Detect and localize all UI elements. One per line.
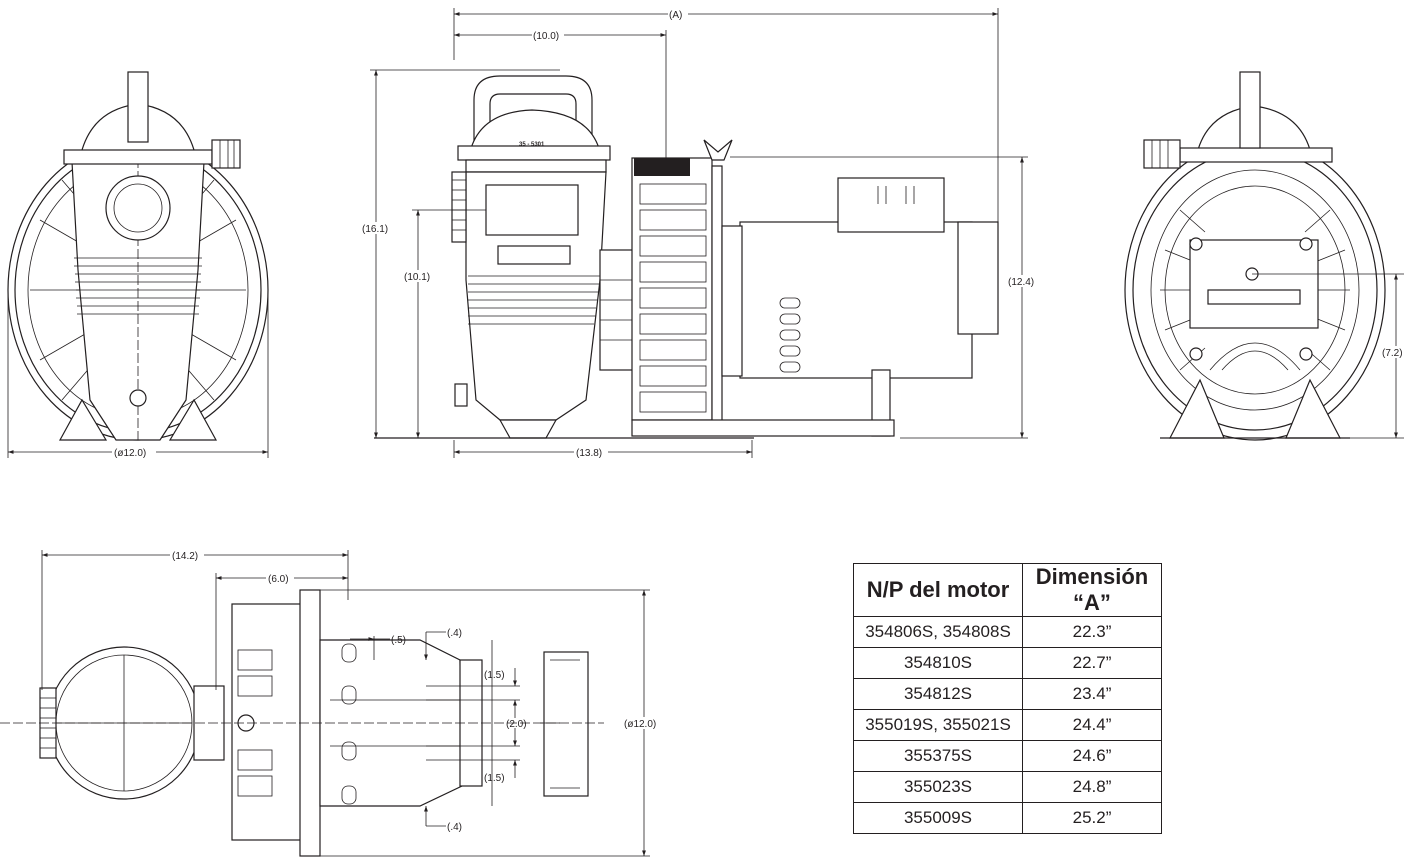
motor-part-number-cell: 355023S	[853, 771, 1023, 803]
front-view	[7, 71, 269, 441]
dim-14-2-label: (14.2)	[172, 551, 198, 562]
dim-7-2-label: (7.2)	[1382, 348, 1403, 359]
dim-2-0-label: (2.0)	[506, 719, 527, 730]
dim-dia-12-0-front-label: (ø12.0)	[114, 448, 146, 459]
rear-view	[1124, 71, 1386, 441]
motor-part-number-cell: 354812S	[853, 678, 1023, 710]
dim-12-4-label: (12.4)	[1008, 277, 1034, 288]
table-row: 355009S 25.2”	[853, 802, 1162, 834]
dimension-labels: (A) (10.0) (16.1) (10.1) (12.4) (13.8) (…	[112, 8, 1414, 833]
dimension-a-cell: 23.4”	[1022, 678, 1162, 710]
table-row: 354812S 23.4”	[853, 678, 1162, 710]
dim-10-1-label: (10.1)	[404, 272, 430, 283]
dim-13-8-label: (13.8)	[576, 448, 602, 459]
table-row: 355375S 24.6”	[853, 740, 1162, 772]
motor-part-number-cell: 355375S	[853, 740, 1023, 772]
dimension-a-cell: 22.7”	[1022, 647, 1162, 679]
dim-0-5-label: (.5)	[391, 635, 406, 646]
top-view	[0, 589, 604, 857]
motor-dimension-table: N/P del motor Dimensión “A” 354806S, 354…	[853, 563, 1162, 834]
dim-dia-12-0-top-label: (ø12.0)	[624, 719, 656, 730]
header-motor-part-number: N/P del motor	[853, 563, 1023, 617]
dimension-a-cell: 24.4”	[1022, 709, 1162, 741]
table-row: 354806S, 354808S 22.3”	[853, 616, 1162, 648]
side-view	[374, 75, 999, 439]
motor-part-number-cell: 355009S	[853, 802, 1023, 834]
dim-a-label: (A)	[669, 10, 682, 21]
dim-1-5-bottom-label: (1.5)	[484, 773, 505, 784]
motor-part-number-cell: 355019S, 355021S	[853, 709, 1023, 741]
motor-part-number-cell: 354806S, 354808S	[853, 616, 1023, 648]
table-header-row: N/P del motor Dimensión “A”	[853, 563, 1162, 617]
motor-part-number-cell: 354810S	[853, 647, 1023, 679]
dimension-a-cell: 25.2”	[1022, 802, 1162, 834]
table-row: 354810S 22.7”	[853, 647, 1162, 679]
dimension-a-cell: 24.8”	[1022, 771, 1162, 803]
dimension-a-cell: 24.6”	[1022, 740, 1162, 772]
lid-marking: 35 - 5301	[519, 142, 545, 148]
dim-10-0-label: (10.0)	[533, 31, 559, 42]
dimension-a-cell: 22.3”	[1022, 616, 1162, 648]
dim-1-5-top-label: (1.5)	[484, 670, 505, 681]
dim-6-0-label: (6.0)	[268, 574, 289, 585]
dim-0-4-bottom-label: (.4)	[447, 822, 462, 833]
dim-16-1-label: (16.1)	[362, 224, 388, 235]
table-row: 355019S, 355021S 24.4”	[853, 709, 1162, 741]
table-row: 355023S 24.8”	[853, 771, 1162, 803]
dim-0-4-top-label: (.4)	[447, 628, 462, 639]
header-dimension-a: Dimensión “A”	[1022, 563, 1162, 617]
